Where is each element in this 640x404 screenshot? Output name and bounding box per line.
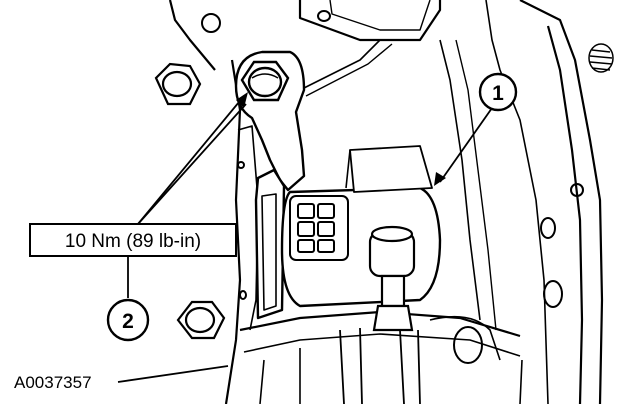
transmission-housing [168, 0, 604, 404]
callout-2: 2 [106, 298, 150, 342]
threaded-stud-icon [588, 43, 614, 73]
torque-spec-text: 10 Nm (89 lb-in) [65, 231, 201, 252]
hex-nut-upper-left [154, 62, 202, 106]
arrowheads [236, 92, 446, 186]
figure-id: A0037357 [14, 373, 92, 392]
casting-holes [201, 10, 584, 364]
hex-nut-lower-left [176, 300, 226, 340]
mounting-bracket [234, 50, 306, 320]
leader-lines [117, 95, 493, 383]
bracket-bolt [240, 60, 290, 102]
callout-2-number: 2 [122, 310, 134, 333]
callout-1-number: 1 [492, 82, 504, 105]
torque-label-box: 10 Nm (89 lb-in) [29, 223, 237, 257]
electrical-connector [289, 195, 349, 261]
callout-1: 1 [478, 72, 518, 112]
plunger-post [368, 225, 416, 332]
